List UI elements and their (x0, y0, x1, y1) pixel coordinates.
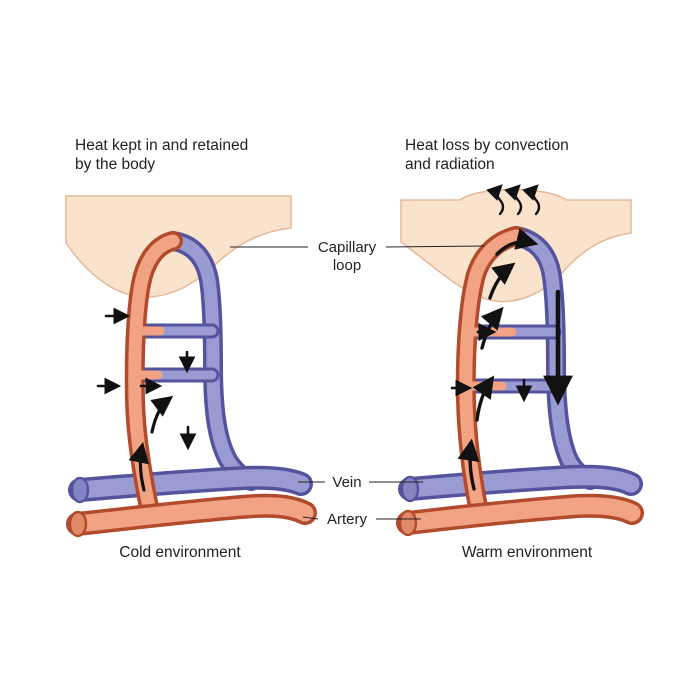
heading-cold-line1: Heat kept in and retained (75, 137, 248, 154)
flow-arrow (495, 228, 539, 256)
artery-pointer-left (302, 516, 319, 520)
caption-cold: Cold environment (119, 544, 241, 561)
heading-warm-line2: and radiation (405, 156, 495, 173)
flow-arrows-warm (450, 228, 573, 491)
heat-wave-arrow (486, 184, 505, 216)
flow-arrow (150, 395, 174, 434)
heat-arrows (486, 184, 541, 216)
artery-label: Artery (327, 511, 368, 528)
flow-arrow (472, 375, 495, 422)
heat-wave-arrow (504, 184, 523, 216)
artery-cold (66, 493, 317, 536)
artery-end-cap-cold (68, 510, 88, 538)
vein-label: Vein (332, 474, 361, 491)
vein-warm (398, 464, 643, 501)
caption-warm: Warm environment (462, 544, 593, 561)
heading-warm-line1: Heat loss by convection (405, 137, 569, 154)
artery-warm (396, 493, 644, 535)
panel-warm: Heat loss by convection and radiation Wa… (396, 137, 644, 561)
capillary-loop-label-line2: loop (333, 257, 361, 274)
flow-arrow (128, 441, 149, 492)
heat-wave-arrow (522, 184, 541, 216)
vein-end-cap-cold (70, 476, 90, 504)
capillary-loop-label-line1: Capillary (318, 239, 377, 256)
flow-arrow (488, 262, 516, 300)
vein-end-cap-warm (400, 475, 420, 503)
panel-cold: Heat kept in and retained by the body Co… (65, 137, 317, 561)
flow-arrow (457, 438, 480, 491)
artery-end-cap-warm (398, 509, 418, 537)
vein-cold (68, 465, 313, 502)
heading-cold-line2: by the body (75, 156, 155, 173)
capillary-pointer-right (385, 245, 485, 248)
flow-arrows-cold (96, 307, 197, 492)
center-labels: Capillary loop Vein Artery (230, 239, 485, 528)
